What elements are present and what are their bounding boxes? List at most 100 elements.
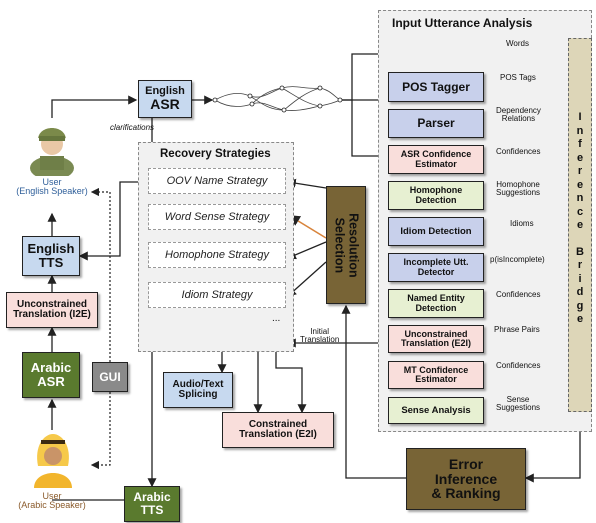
label-line: Dependency bbox=[496, 106, 541, 115]
box-line: Inference bbox=[434, 470, 498, 487]
label-line: Suggestions bbox=[496, 403, 541, 413]
parser-box[interactable]: Parser bbox=[388, 109, 484, 138]
bridge-letter: i bbox=[578, 272, 582, 285]
bridge-letter: f bbox=[578, 138, 582, 150]
box-line: Arabic bbox=[133, 490, 171, 505]
box-line: Selection bbox=[332, 217, 346, 273]
box-line: Unconstrained bbox=[404, 328, 468, 339]
clarifications-label: clarifications bbox=[110, 123, 155, 132]
box-line: MT Confidence bbox=[403, 364, 469, 375]
bridge-letter: I bbox=[578, 111, 582, 123]
confidences-label-1: Confidences bbox=[496, 147, 541, 156]
word-sense-strategy[interactable]: Word Sense Strategy bbox=[148, 204, 286, 230]
box-line: Detection bbox=[415, 194, 457, 205]
idiom-detection-box[interactable]: Idiom Detection bbox=[388, 217, 484, 246]
bridge-letter: e bbox=[576, 313, 584, 325]
bridge-letter: B bbox=[576, 245, 584, 258]
label-line: Translation bbox=[300, 335, 340, 345]
english-speaker-avatar-icon bbox=[30, 128, 74, 176]
label-line: Suggestions bbox=[496, 188, 541, 198]
box-line: ASR Confidence bbox=[400, 149, 472, 160]
bridge-letter: e bbox=[576, 151, 584, 164]
box-line: Translation (E2I) bbox=[239, 429, 317, 440]
box-line: Error bbox=[448, 455, 484, 472]
bridge-letter: r bbox=[577, 259, 583, 271]
box-line: Unconstrained bbox=[16, 298, 87, 310]
box-line: Arabic bbox=[30, 360, 72, 376]
incomplete-utt-detector-box[interactable]: Incomplete Utt.Detector bbox=[388, 253, 484, 282]
label-line: User bbox=[42, 177, 62, 187]
box-line: & Ranking bbox=[431, 485, 501, 502]
bridge-spacer bbox=[569, 233, 591, 246]
more-strategies-ellipsis: ... bbox=[272, 313, 281, 324]
inference-bridge: I n f e r e n c e B r i d g e bbox=[568, 38, 592, 412]
bridge-letter: e bbox=[576, 219, 584, 231]
bridge-letter: e bbox=[576, 178, 584, 191]
bridge-letter: d bbox=[576, 286, 584, 298]
box-line: English bbox=[27, 241, 75, 257]
box-line: ASR bbox=[37, 374, 65, 389]
box-line: Detector bbox=[417, 266, 455, 277]
box-line: TTS bbox=[38, 255, 64, 270]
label-line: (English Speaker) bbox=[16, 186, 88, 197]
idioms-label: Idioms bbox=[510, 219, 534, 228]
box-line: Audio/Text bbox=[172, 378, 224, 390]
phrase-pairs-label: Phrase Pairs bbox=[494, 325, 540, 334]
box-line: Estimator bbox=[415, 158, 457, 169]
label-line: Sense bbox=[506, 395, 530, 404]
homophone-strategy[interactable]: Homophone Strategy bbox=[148, 242, 286, 268]
box-line: Named Entity bbox=[407, 293, 465, 304]
label-line: User bbox=[42, 491, 62, 501]
label-line: Initial bbox=[310, 327, 329, 336]
box-line: Estimator bbox=[415, 374, 457, 384]
bridge-letter: g bbox=[576, 299, 584, 312]
bridge-letter: n bbox=[576, 192, 584, 204]
gui-box[interactable]: GUI bbox=[92, 362, 128, 392]
box-line: TTS bbox=[140, 503, 164, 517]
label-line: Relations bbox=[501, 114, 536, 124]
sense-analysis-box[interactable]: Sense Analysis bbox=[388, 397, 484, 424]
words-label: Words bbox=[506, 39, 529, 48]
box-line: Resolution bbox=[346, 212, 361, 278]
box-line: Detection bbox=[415, 302, 457, 313]
english-user-label: User(English Speaker) bbox=[10, 177, 94, 197]
box-line: Splicing bbox=[178, 389, 218, 400]
oov-name-strategy[interactable]: OOV Name Strategy bbox=[148, 168, 286, 194]
box-line: Translation (I2E) bbox=[13, 309, 91, 320]
recovery-strategies-title: Recovery Strategies bbox=[160, 148, 271, 160]
idiom-strategy[interactable]: Idiom Strategy bbox=[148, 282, 286, 308]
arabic-speaker-avatar-icon bbox=[34, 434, 72, 488]
box-line: English bbox=[145, 84, 185, 97]
box-line: Incomplete Utt. bbox=[403, 257, 469, 268]
box-line: Translation (E2I) bbox=[400, 338, 471, 348]
label-line: (Arabic Speaker) bbox=[18, 500, 86, 511]
bridge-letter: n bbox=[576, 124, 584, 137]
confidences-label-3: Confidences bbox=[496, 361, 541, 370]
pos-tags-label: POS Tags bbox=[500, 73, 536, 82]
bridge-letter: c bbox=[576, 205, 584, 218]
pos-tagger-box[interactable]: POS Tagger bbox=[388, 72, 484, 102]
arabic-user-label: User(Arabic Speaker) bbox=[10, 491, 94, 511]
bridge-letter: r bbox=[577, 165, 583, 177]
p-isincomplete-label: p(isIncomplete) bbox=[490, 255, 545, 264]
box-line: Constrained bbox=[248, 418, 308, 430]
